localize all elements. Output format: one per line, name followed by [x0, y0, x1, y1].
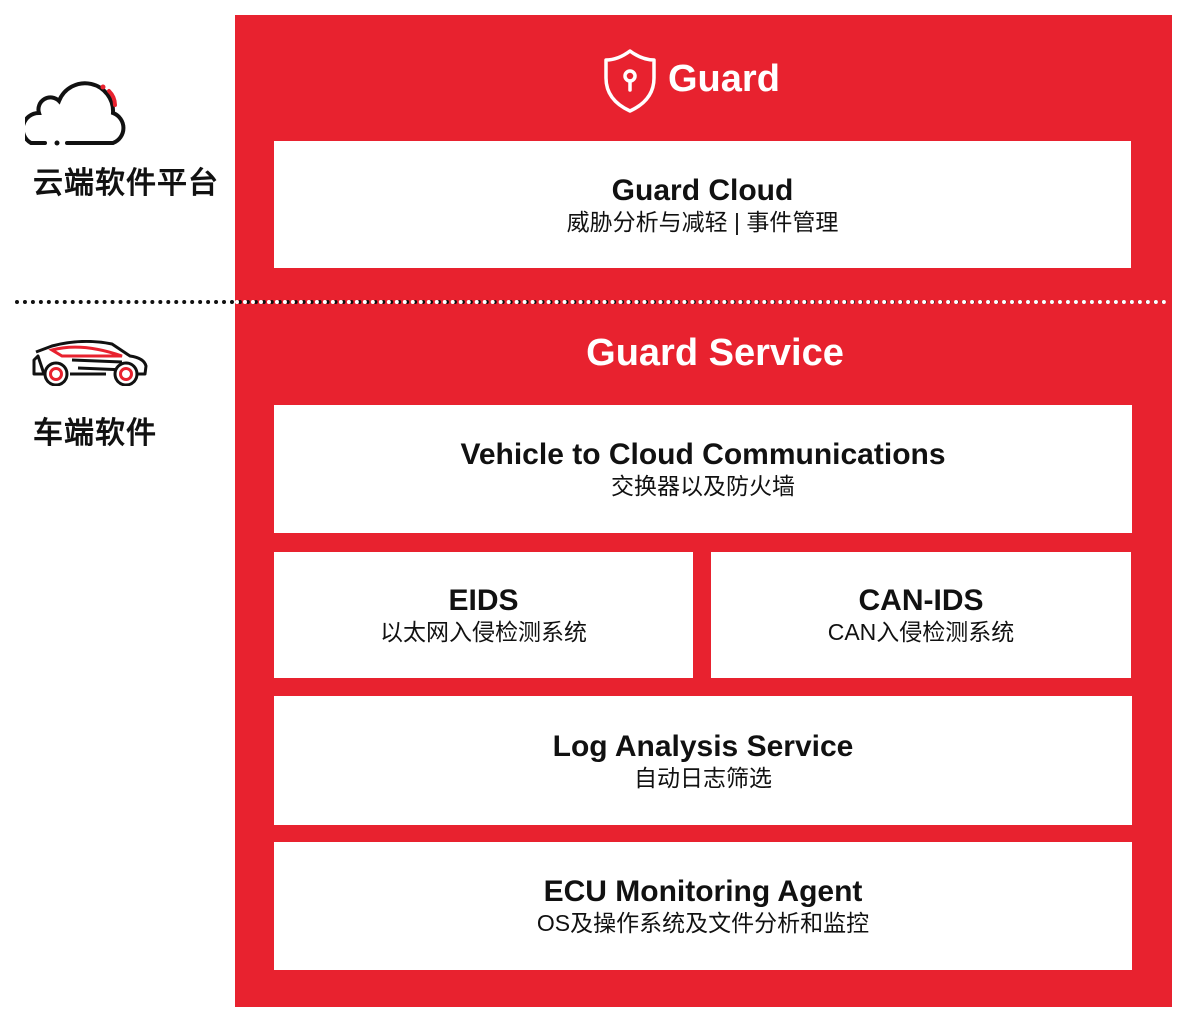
vehicle-section-label: 车端软件 [33, 417, 157, 450]
box-title: CAN-IDS [858, 584, 984, 617]
eids-box: EIDS 以太网入侵检测系统 [274, 552, 693, 678]
log-analysis-box: Log Analysis Service 自动日志筛选 [274, 696, 1132, 825]
box-title: EIDS [448, 584, 519, 617]
shield-lock-icon [604, 49, 656, 113]
ecu-monitoring-box: ECU Monitoring Agent OS及操作系统及文件分析和监控 [274, 842, 1132, 970]
guard-cloud-box: Guard Cloud 威胁分析与减轻 | 事件管理 [274, 141, 1131, 268]
box-title: Guard Cloud [611, 173, 794, 207]
box-subtitle: 以太网入侵检测系统 [380, 619, 587, 645]
box-title: ECU Monitoring Agent [543, 875, 863, 908]
guard-service-title: Guard Service [586, 332, 844, 374]
box-title: Log Analysis Service [552, 729, 854, 763]
box-subtitle: 自动日志筛选 [634, 764, 772, 791]
box-subtitle: CAN入侵检测系统 [827, 619, 1015, 645]
divider-line-on-panel [235, 300, 1167, 304]
box-title: Vehicle to Cloud Communications [460, 438, 946, 471]
car-icon [32, 340, 148, 386]
cloud-section-label: 云端软件平台 [33, 167, 219, 200]
box-subtitle: 交换器以及防火墙 [611, 473, 795, 499]
guard-title: Guard [668, 58, 780, 100]
box-subtitle: 威胁分析与减轻 | 事件管理 [566, 208, 839, 235]
box-subtitle: OS及操作系统及文件分析和监控 [536, 910, 870, 936]
v2c-box: Vehicle to Cloud Communications 交换器以及防火墙 [274, 405, 1132, 533]
cloud-icon [25, 81, 126, 146]
can-ids-box: CAN-IDS CAN入侵检测系统 [711, 552, 1131, 678]
